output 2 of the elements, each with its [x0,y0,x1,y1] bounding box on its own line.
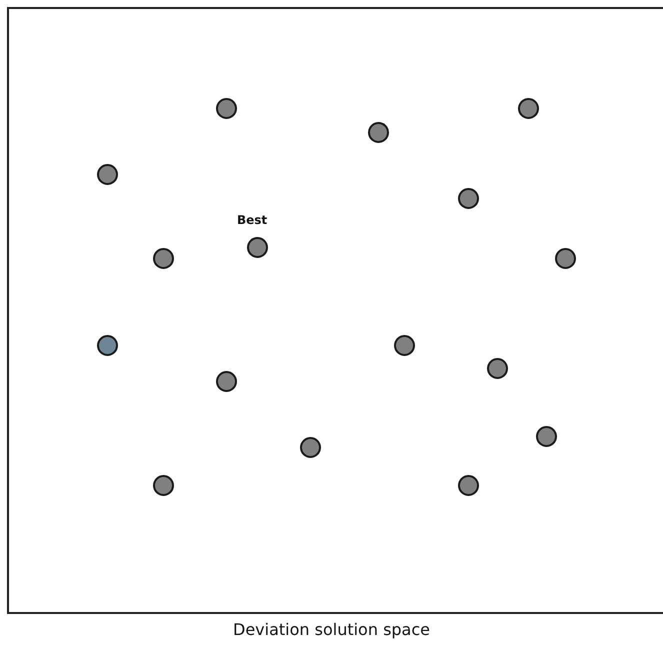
caption: Deviation solution space [232,620,431,639]
point-label: Best [237,213,268,227]
